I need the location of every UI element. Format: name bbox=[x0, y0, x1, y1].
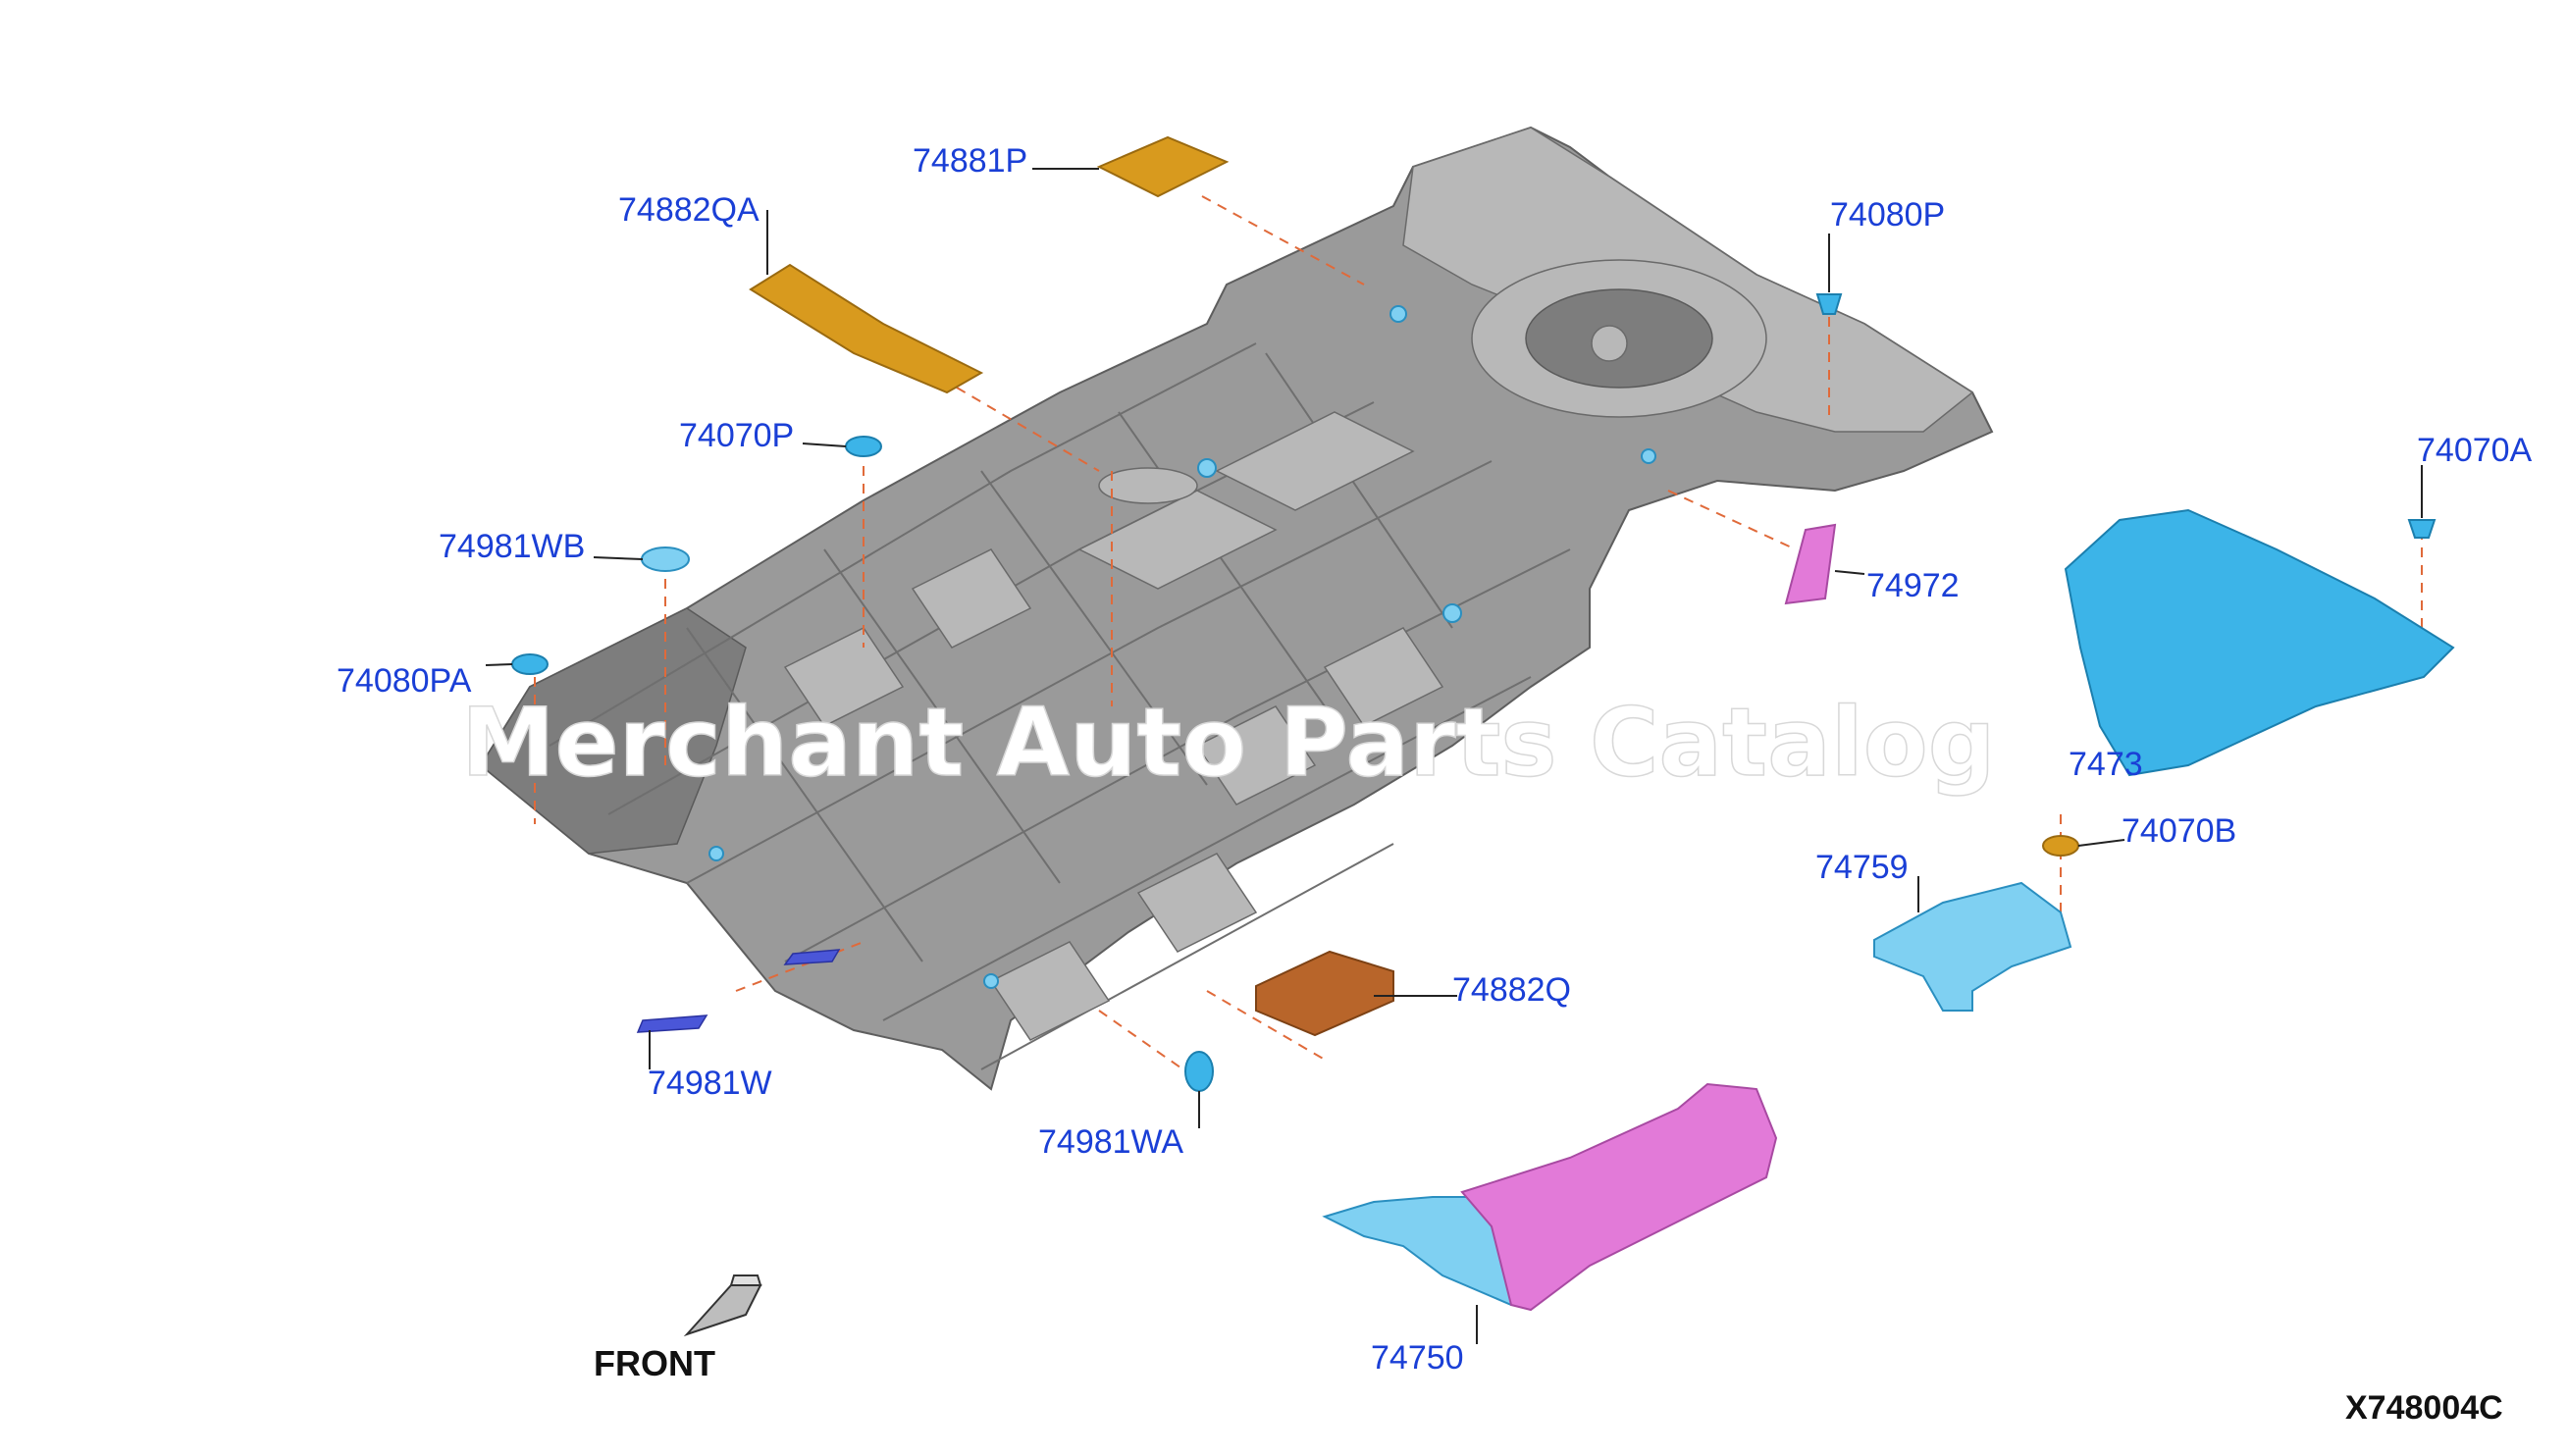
callout-74070p: 74070P bbox=[679, 417, 794, 454]
part-74080p[interactable] bbox=[1815, 293, 1843, 315]
diagram-code: X748004C bbox=[2345, 1389, 2503, 1427]
part-74750-pink[interactable] bbox=[1460, 1082, 1778, 1312]
part-74981w-floor bbox=[783, 949, 841, 965]
front-label: FRONT bbox=[594, 1343, 715, 1383]
part-74981wb[interactable] bbox=[641, 546, 690, 572]
part-74881p[interactable] bbox=[1096, 135, 1230, 198]
callout-74981wa: 74981WA bbox=[1038, 1123, 1183, 1161]
part-74981w[interactable] bbox=[636, 1014, 708, 1033]
front-arrow-icon bbox=[683, 1274, 762, 1337]
callout-74750: 74750 bbox=[1371, 1339, 1464, 1377]
callout-74981w: 74981W bbox=[648, 1065, 772, 1102]
callout-74881p: 74881P bbox=[913, 142, 1027, 180]
part-74080pa[interactable] bbox=[511, 653, 549, 675]
part-74759[interactable] bbox=[1873, 881, 2072, 1012]
leader-lines bbox=[485, 168, 2423, 1344]
callout-74070b: 74070B bbox=[2122, 812, 2236, 850]
part-74070p[interactable] bbox=[845, 436, 882, 457]
callout-74882qa: 74882QA bbox=[618, 191, 760, 229]
callout-7473: 7473 bbox=[2069, 746, 2143, 783]
callout-74981wb: 74981WB bbox=[439, 528, 585, 565]
callout-74972: 74972 bbox=[1866, 567, 1960, 604]
floor-panel bbox=[479, 126, 1994, 1091]
part-74972[interactable] bbox=[1784, 523, 1837, 605]
part-74070a[interactable] bbox=[2407, 519, 2437, 539]
part-74882qa[interactable] bbox=[749, 263, 984, 394]
callout-74070a: 74070A bbox=[2417, 432, 2533, 469]
part-7473-undercover[interactable] bbox=[2064, 508, 2455, 777]
callout-74080p: 74080P bbox=[1830, 196, 1945, 234]
part-74070b[interactable] bbox=[2042, 835, 2079, 857]
watermark: Merchant Auto Parts Catalog bbox=[461, 688, 1995, 798]
callout-74882q: 74882Q bbox=[1452, 971, 1571, 1009]
part-74882q[interactable] bbox=[1255, 950, 1394, 1037]
callout-74759: 74759 bbox=[1815, 849, 1909, 886]
callout-74080pa: 74080PA bbox=[337, 662, 472, 700]
part-74981wa[interactable] bbox=[1184, 1051, 1214, 1092]
